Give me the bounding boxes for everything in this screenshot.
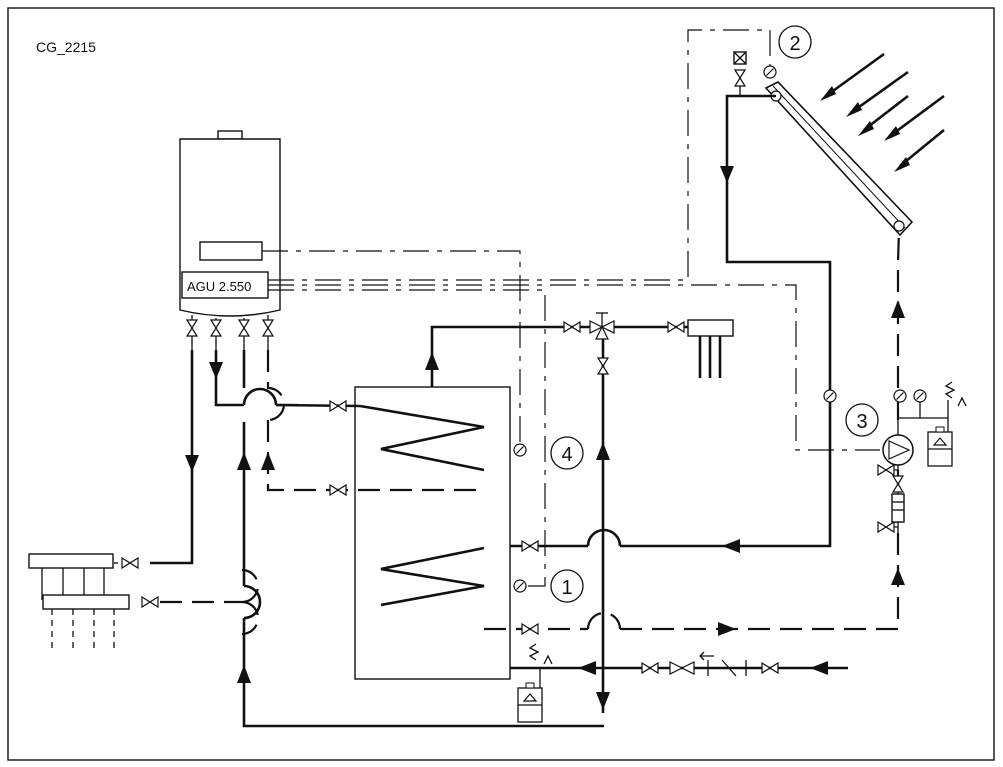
- svg-text:4: 4: [561, 444, 572, 466]
- storage-tank: [354, 386, 527, 680]
- cold-water-inlet-pipe: [510, 643, 848, 723]
- solar-expansion-vessel: [927, 426, 953, 467]
- boiler-flow-pipe: [209, 350, 484, 496]
- boiler: AGU 2.550: [179, 130, 281, 350]
- solar-return-pipe: [484, 230, 905, 636]
- heating-circuit-floor: [42, 568, 260, 650]
- heating-circuit-radiators: [28, 350, 199, 600]
- callout-4: 4: [550, 436, 584, 470]
- callout-2: 2: [778, 25, 812, 59]
- tank-sensor-lower-icon: [513, 579, 527, 593]
- diagram-code: CG_2215: [36, 39, 96, 55]
- solar-pump-station: [877, 381, 967, 540]
- callout-1: 1: [550, 569, 584, 603]
- domestic-hot-water-pipe: [425, 312, 734, 713]
- svg-text:2: 2: [789, 33, 800, 55]
- boiler-display: [199, 241, 263, 261]
- sun-rays-icon: [820, 52, 945, 172]
- boiler-return-pipe: [237, 350, 604, 728]
- solar-collector: [733, 51, 914, 237]
- tap-outlet: [687, 319, 734, 378]
- svg-text:1: 1: [561, 577, 572, 599]
- controller-label: AGU 2.550: [187, 279, 251, 294]
- controller-module: [181, 271, 269, 299]
- diagram-frame: [7, 7, 995, 761]
- dhw-expansion-vessel: [517, 682, 543, 723]
- callout-3: 3: [845, 403, 879, 437]
- tank-sensor-upper-icon: [513, 443, 527, 457]
- svg-text:3: 3: [856, 411, 867, 433]
- control-wiring: [262, 29, 880, 587]
- mixing-valve: [589, 312, 615, 340]
- boiler-connection-valves: [186, 315, 274, 350]
